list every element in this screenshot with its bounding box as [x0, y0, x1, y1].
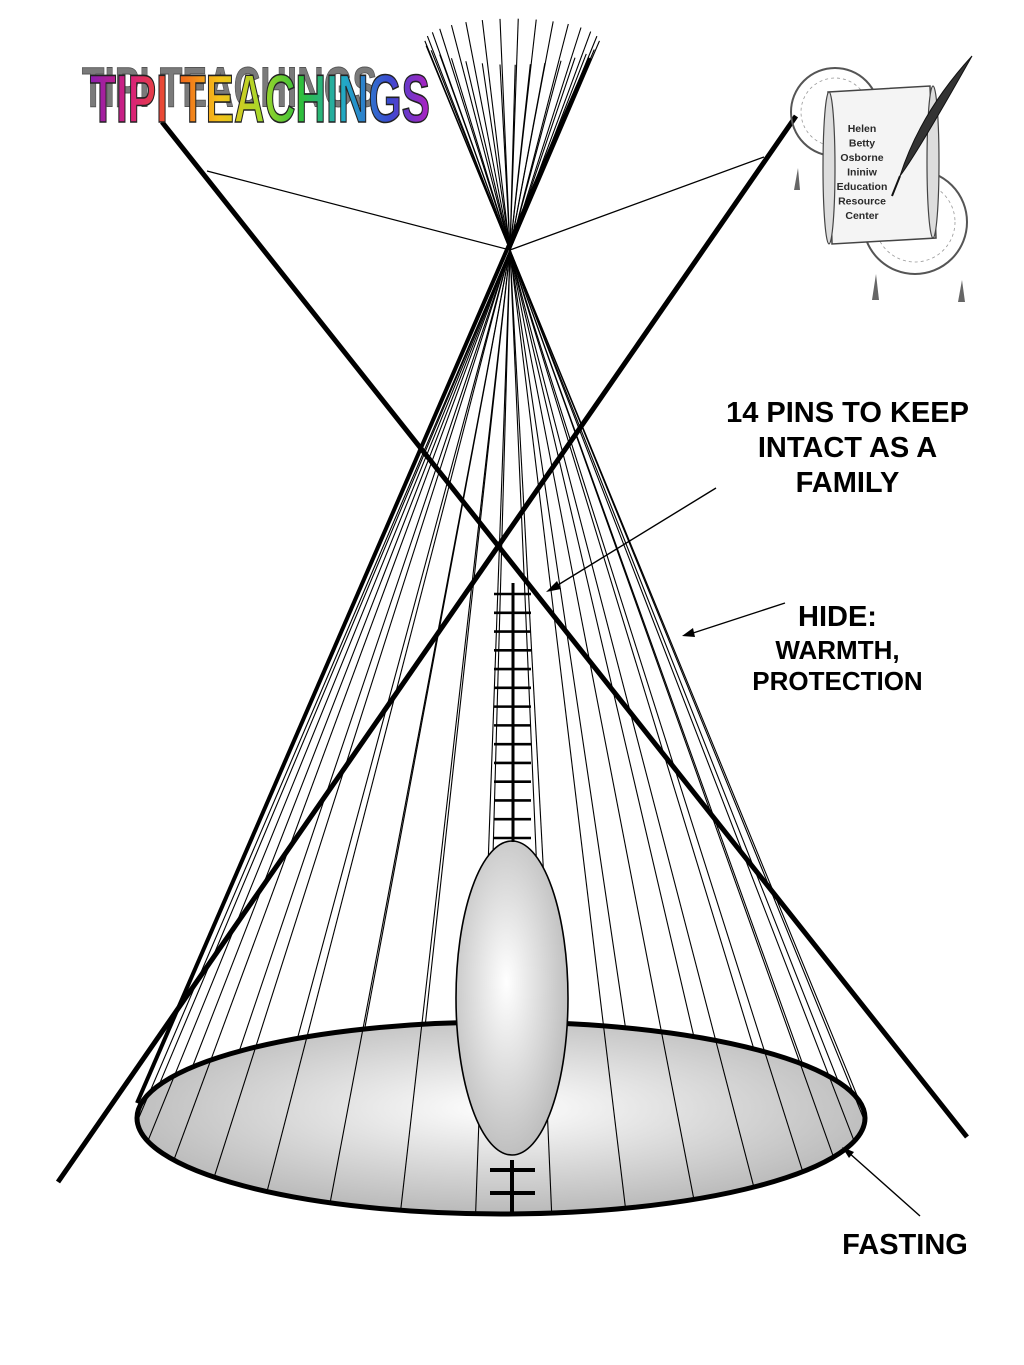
thin-pole [426, 35, 855, 1142]
thin-pole [266, 23, 569, 1192]
pins-annotation: 14 PINS TO KEEP INTACT AS A FAMILY [726, 397, 969, 499]
hide-detail-protection: PROTECTION [752, 665, 923, 696]
hide-annotation: HIDE: WARMTH, PROTECTION [735, 600, 940, 697]
page-title: TIPI TEACHINGS [90, 61, 430, 137]
thin-pole [147, 35, 598, 1142]
thin-pole [400, 19, 537, 1211]
thin-pole [424, 40, 866, 1122]
title-wordart: TIPI TEACHINGS TIPI TEACHINGS [81, 56, 430, 138]
logo-text-line: Education [837, 181, 888, 193]
thin-pole [450, 24, 755, 1188]
fasting-arrow [842, 1147, 921, 1217]
logo-text-line: Betty [849, 138, 875, 150]
pins-arrow [546, 487, 717, 592]
thin-pole [465, 22, 695, 1200]
hide-arrow [682, 602, 786, 637]
logo-text-line: Ininiw [847, 167, 878, 179]
scroll [827, 85, 937, 245]
logo-text-line: Resource [838, 196, 886, 208]
thin-pole [431, 32, 835, 1158]
thin-pole [465, 61, 695, 1037]
hide-title: HIDE: [798, 601, 877, 633]
main-pole-left-to-right [160, 120, 969, 1139]
tipi-door [455, 840, 569, 1156]
logo-text-line: Helen [848, 123, 877, 135]
thin-pole [329, 21, 554, 1203]
rope-left [206, 170, 511, 251]
hide-detail-warmth: WARMTH, [775, 634, 900, 665]
title-shadow: TIPI TEACHINGS [82, 56, 377, 119]
logo-text-line: Osborne [840, 152, 883, 164]
thin-pole [136, 40, 600, 1122]
main-pole-back-right [135, 57, 592, 1104]
rope-right [509, 156, 765, 251]
lacing-pins [494, 592, 531, 840]
logo-text-line: Center [845, 210, 878, 222]
thin-pole [439, 28, 804, 1172]
thin-pole [481, 63, 627, 1028]
fasting-annotation: FASTING [842, 1229, 968, 1261]
